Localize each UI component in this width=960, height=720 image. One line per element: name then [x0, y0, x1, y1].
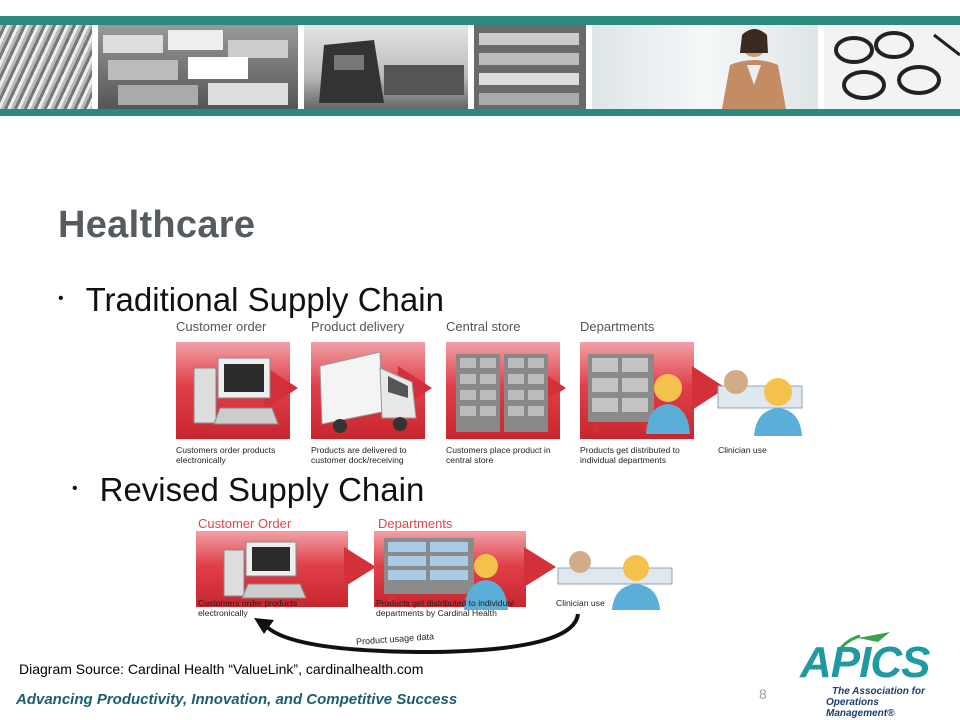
- stage-label-departments: Departments: [378, 516, 453, 531]
- eyeglasses-photo: [824, 25, 960, 109]
- bullet-revised-text: Revised Supply Chain: [99, 471, 425, 508]
- bullet-dot: •: [58, 290, 64, 307]
- central-store-shelves-icon: [456, 354, 548, 432]
- clinician-icon: [717, 370, 803, 436]
- train-photo: [304, 25, 468, 109]
- arrow-1: [344, 547, 376, 587]
- bullet-revised: • Revised Supply Chain: [72, 471, 424, 509]
- stage-label-customer-order: Customer Order: [198, 516, 292, 531]
- stage-label-departments: Departments: [580, 319, 655, 334]
- train-graphic: [319, 40, 464, 103]
- caption-clinician-use: Clinician use: [556, 598, 605, 608]
- bullet-traditional-text: Traditional Supply Chain: [85, 281, 444, 318]
- caption-customers-order: Customers order products electronically: [176, 445, 276, 465]
- caption-central-store: Customers place product in central store: [446, 445, 551, 465]
- revised-diagram: Customer Order Departments Customers ord…: [196, 514, 686, 656]
- computer-icon: [193, 357, 279, 425]
- usage-feedback-arrow: [254, 613, 580, 655]
- truck-icon: [319, 351, 417, 433]
- caption-distributed: Products get distributed to individual d…: [376, 598, 515, 618]
- shelves-graphic: [474, 25, 586, 109]
- caption-distributed: Products get distributed to individual d…: [580, 445, 680, 465]
- stacked-containers-photo: [98, 25, 298, 109]
- businesswoman-photo: [592, 25, 818, 109]
- staff-person-icon: [464, 554, 508, 610]
- page-number: 8: [759, 686, 767, 702]
- clinician-icon: [557, 551, 673, 610]
- bullet-traditional: • Traditional Supply Chain: [58, 281, 444, 319]
- header-photo-strip: [0, 25, 960, 109]
- footer-tagline: Advancing Productivity, Innovation, and …: [16, 691, 458, 708]
- containers-graphic: [103, 30, 288, 105]
- traditional-diagram: Customer order Product delivery Central …: [176, 318, 806, 468]
- glasses-graphic: [834, 31, 960, 100]
- containers-photo: [0, 25, 92, 109]
- apics-logo-wordmark: APICS: [800, 638, 930, 687]
- apics-logo-subtitle-2: Operations Management®: [826, 697, 895, 719]
- caption-clinician-use: Clinician use: [718, 445, 767, 455]
- warehouse-photo: [474, 25, 586, 109]
- computer-icon: [223, 541, 307, 599]
- woman-graphic: [722, 29, 786, 109]
- department-cart-icon: [384, 538, 474, 604]
- header-top-bar: [0, 16, 960, 25]
- caption-products-delivered: Products are delivered to customer dock/…: [311, 445, 407, 465]
- apics-logo: APICS The Association for Operations Man…: [798, 632, 948, 719]
- caption-customers-order: Customers order products electronically: [198, 598, 298, 618]
- diagram-source: Diagram Source: Cardinal Health “ValueLi…: [19, 661, 424, 677]
- slide-title: Healthcare: [58, 204, 256, 246]
- stage-label-product-delivery: Product delivery: [311, 319, 405, 334]
- header-bottom-bar: [0, 109, 960, 116]
- apics-logo-subtitle-1: The Association for: [832, 686, 925, 697]
- bullet-dot: •: [72, 480, 78, 497]
- arrow-2: [524, 547, 556, 587]
- stage-label-central-store: Central store: [446, 319, 521, 334]
- apics-logo-mark: [836, 632, 890, 653]
- department-cart-icon: [588, 354, 654, 432]
- staff-person-icon: [646, 374, 690, 434]
- stage-label-customer-order: Customer order: [176, 319, 267, 334]
